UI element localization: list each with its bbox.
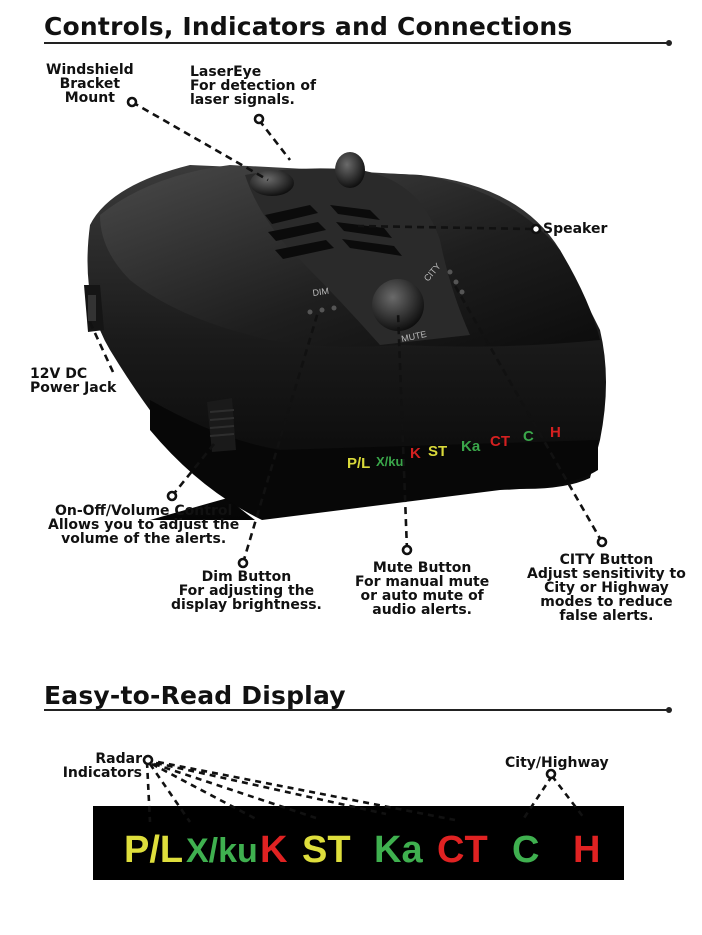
controls-heading: Controls, Indicators and Connections bbox=[44, 12, 573, 41]
device-led-st: ST bbox=[428, 443, 447, 460]
radar-detector-illustration: DIM CITY MUTE P/L X/ku K ST Ka CT C H bbox=[84, 96, 608, 569]
speaker-callout: Speaker bbox=[543, 221, 608, 237]
mute-button-callout: Mute Button For manual mute or auto mute… bbox=[355, 560, 490, 618]
dim-button-callout: Dim Button For adjusting the display bri… bbox=[171, 569, 322, 613]
onoff-volume-callout: On-Off/Volume Control Allows you to adju… bbox=[48, 503, 240, 547]
windshield-mount-callout: Windshield Bracket Mount bbox=[46, 62, 134, 106]
device-dim-label: DIM bbox=[312, 286, 330, 298]
device-led-k: K bbox=[410, 445, 421, 462]
display-heading-rule bbox=[44, 707, 672, 713]
display-led-st: ST bbox=[302, 829, 351, 871]
display-led-xku: X/ku bbox=[186, 832, 258, 870]
device-led-h: H bbox=[550, 424, 561, 441]
display-led-h: H bbox=[573, 829, 600, 871]
display-led-ct: CT bbox=[437, 829, 488, 871]
city-button-callout: CITY Button Adjust sensitivity to City o… bbox=[527, 552, 686, 624]
display-led-c: C bbox=[512, 829, 539, 871]
lasereye-callout: LaserEye For detection of laser signals. bbox=[190, 64, 317, 108]
device-led-c: C bbox=[523, 428, 534, 445]
display-heading: Easy-to-Read Display bbox=[44, 681, 346, 710]
device-bottom bbox=[150, 400, 598, 520]
display-led-k: K bbox=[260, 829, 288, 871]
power-jack-callout: 12V DC Power Jack bbox=[30, 366, 117, 396]
device-led-ct: CT bbox=[490, 433, 510, 450]
city-highway-callout: City/Highway bbox=[505, 755, 609, 771]
display-led-pl: P/L bbox=[124, 829, 183, 871]
device-led-pl: P/L bbox=[347, 455, 370, 472]
device-led-xku: X/ku bbox=[376, 454, 404, 469]
display-panel bbox=[93, 806, 624, 880]
device-led-ka: Ka bbox=[461, 438, 481, 455]
display-led-ka: Ka bbox=[374, 829, 423, 871]
controls-heading-rule bbox=[44, 40, 672, 46]
radar-indicators-callout: Radar Indicators bbox=[62, 751, 142, 781]
